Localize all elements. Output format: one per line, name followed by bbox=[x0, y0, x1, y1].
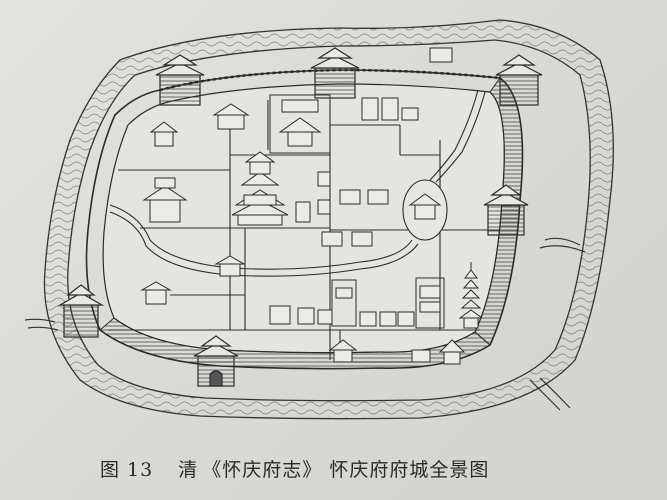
figure-caption: 图 13 清《怀庆府志》 怀庆府府城全景图 bbox=[100, 455, 489, 482]
central-pavilion bbox=[231, 151, 289, 226]
mid-houses bbox=[295, 171, 389, 247]
figure-number: 图 13 bbox=[100, 459, 154, 481]
bridges bbox=[214, 255, 246, 277]
tower-northwest bbox=[155, 54, 205, 106]
buildings bbox=[140, 47, 484, 365]
gate-towers bbox=[57, 47, 543, 387]
tower-north bbox=[310, 47, 360, 99]
west-temple bbox=[142, 177, 188, 223]
tower-east bbox=[483, 184, 529, 236]
south-misc bbox=[140, 281, 466, 365]
figure-source: 《怀庆府志》 bbox=[202, 459, 323, 481]
figure-dynasty: 清 bbox=[178, 459, 199, 481]
outer-gatehouse bbox=[429, 47, 453, 63]
yamen-compound bbox=[269, 94, 331, 154]
tower-northeast bbox=[495, 54, 543, 106]
north-row bbox=[361, 97, 419, 121]
river-branches bbox=[24, 237, 586, 411]
island-temple bbox=[408, 193, 442, 220]
moat-river bbox=[43, 19, 614, 420]
nw-pavilion-2 bbox=[149, 121, 179, 147]
tower-southwest bbox=[57, 284, 105, 338]
tower-south bbox=[193, 335, 239, 387]
nw-pavilion-1 bbox=[212, 103, 250, 130]
figure-title: 怀庆府府城全景图 bbox=[329, 459, 490, 481]
pagoda bbox=[458, 262, 484, 329]
south-row bbox=[269, 277, 445, 329]
